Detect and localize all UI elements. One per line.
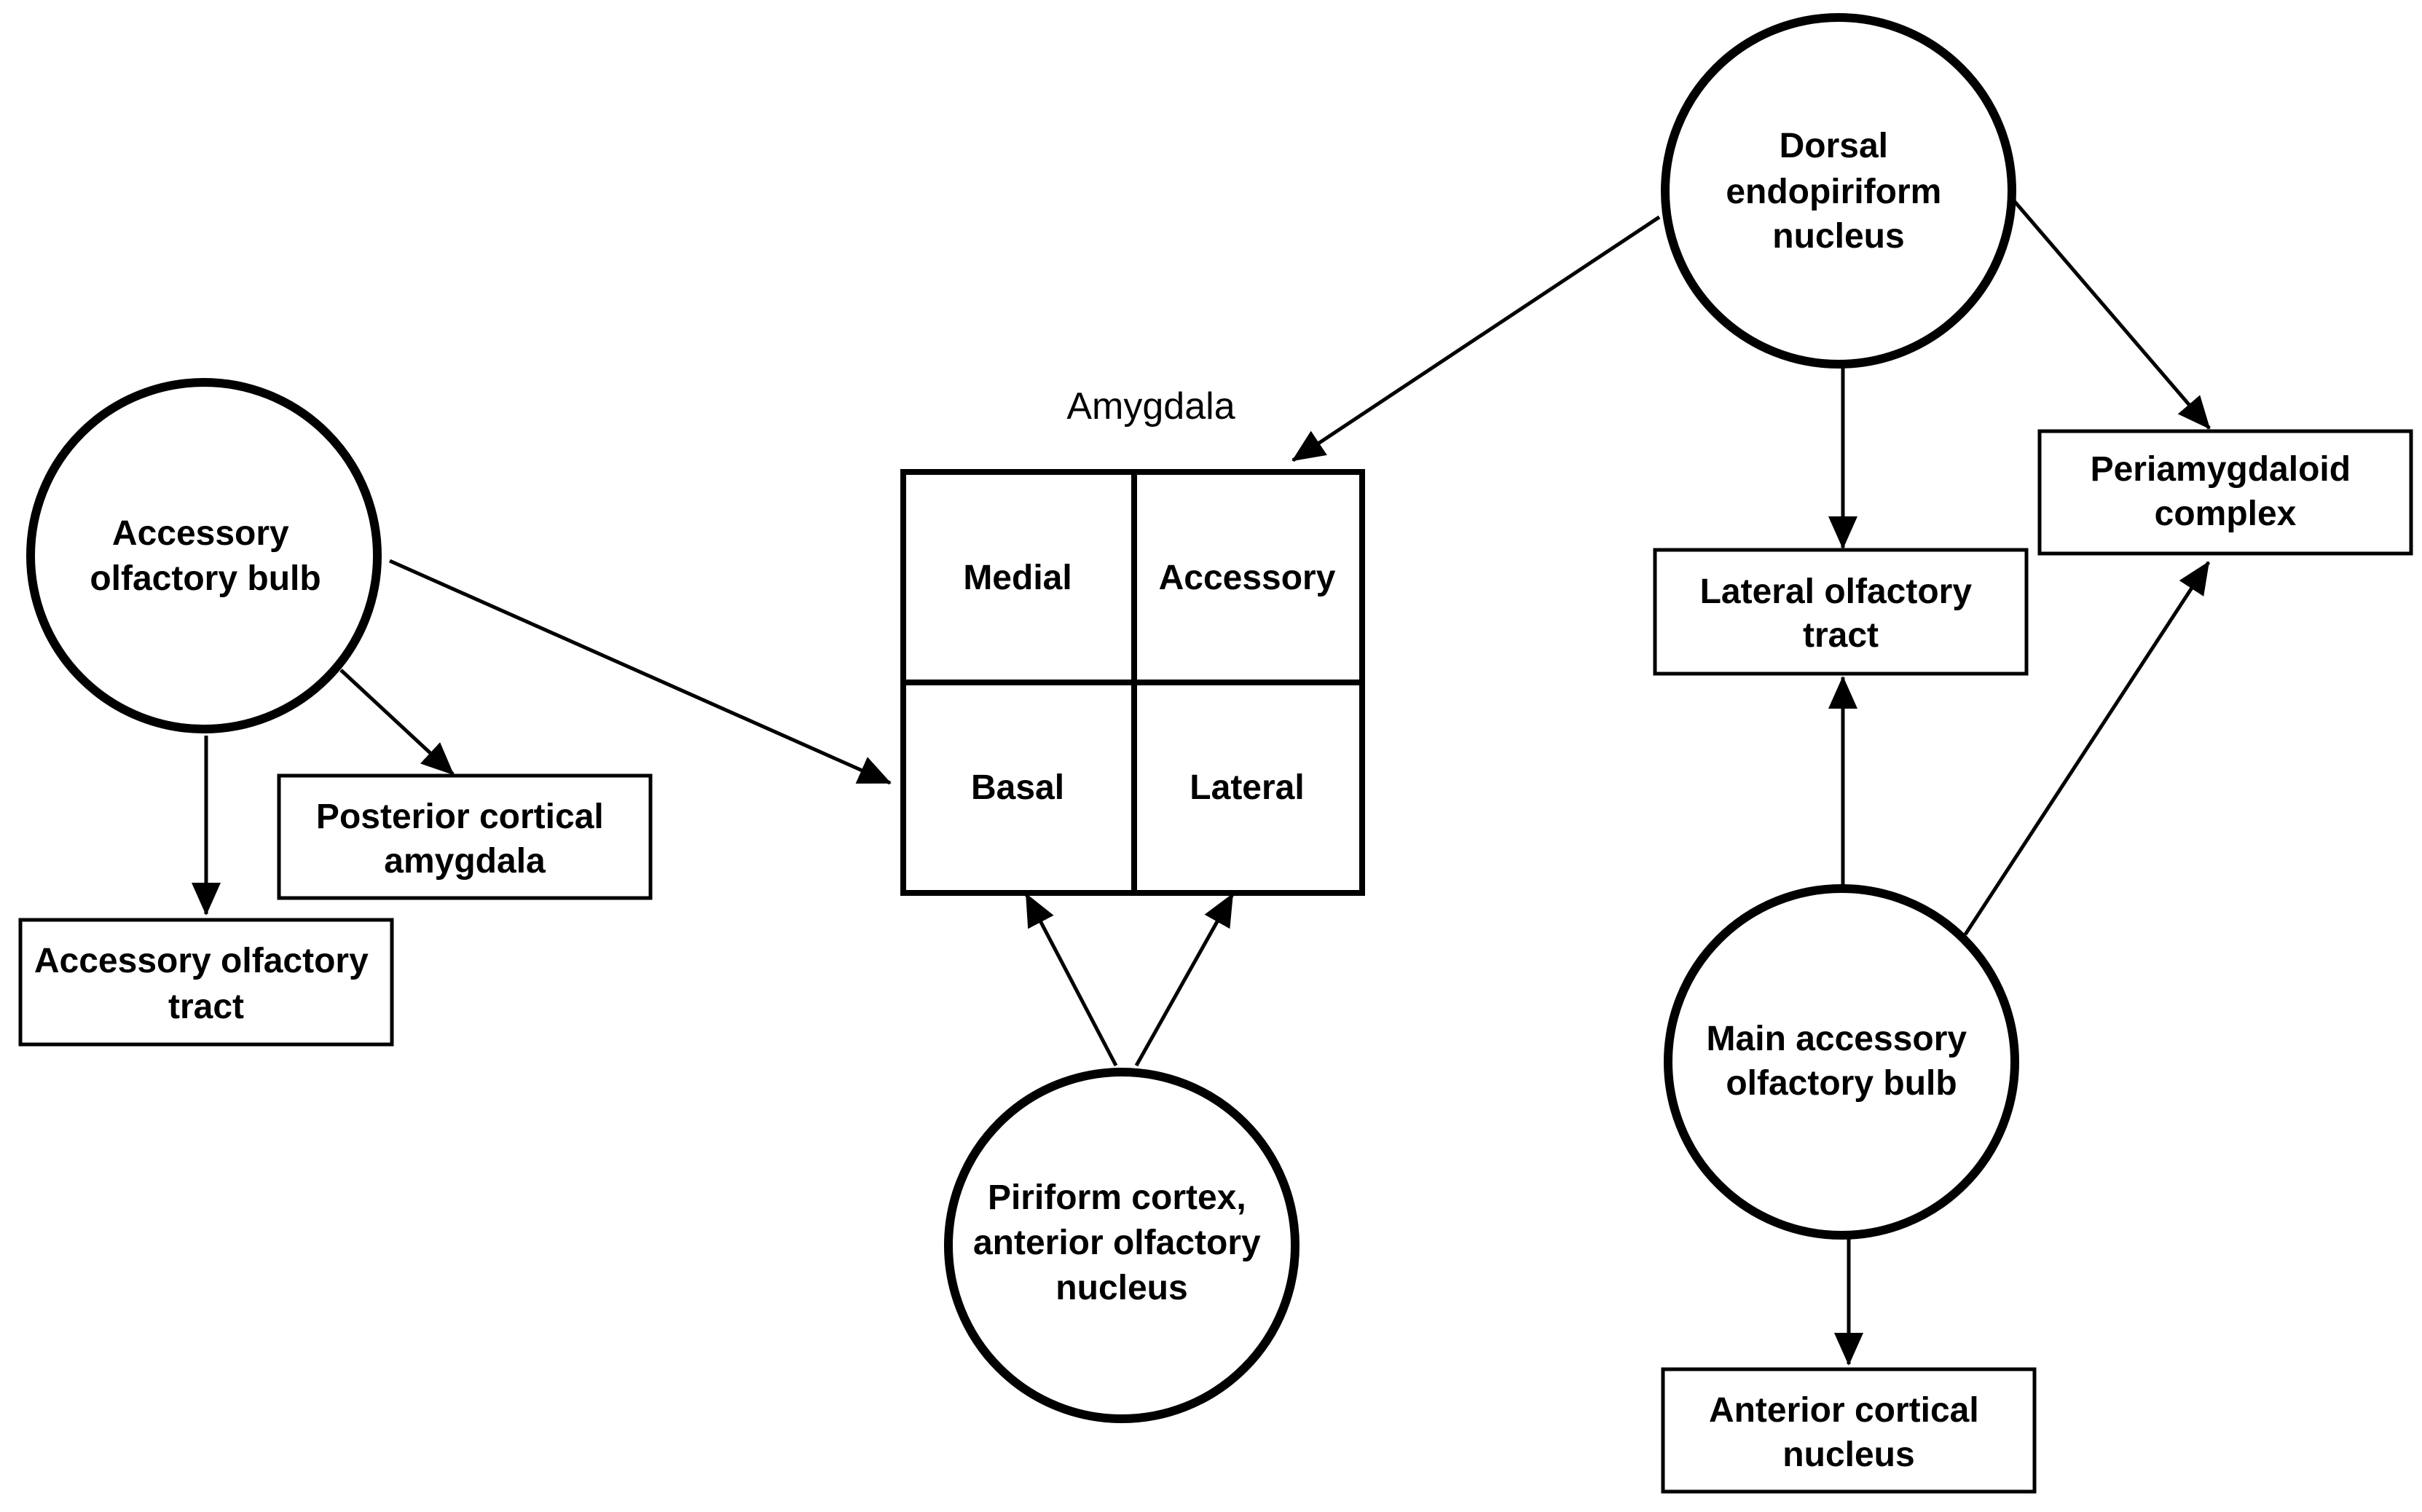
edge-dorsal-to-amygdala — [1291, 215, 1661, 462]
dorsal-endopiriform-label-line: nucleus — [1772, 217, 1904, 256]
main-accessory-olfactory-bulb-circle — [1664, 884, 2019, 1240]
accessory-olfactory-tract-label-line: Accessory olfactory — [34, 942, 369, 980]
amygdala-title: Amygdala — [1066, 385, 1235, 428]
node-posterior-cortical-amygdala: Posterior cortical amygdala — [277, 773, 653, 900]
lateral-olfactory-tract-label-line: Lateral olfactory — [1700, 572, 1973, 611]
svg-text:Periamygdaloid complex: Periamygdaloid complex — [2091, 450, 2361, 533]
edge-piriform-to-basal — [1024, 893, 1118, 1067]
svg-text:Posterior cortical amygd: Posterior cortical amygdala — [316, 798, 613, 881]
accessory-olfactory-tract-label-line: tract — [168, 988, 244, 1026]
lateral-olfactory-tract-box — [1653, 548, 2029, 676]
node-accessory-olfactory-tract: Accessory olfactory tract — [18, 918, 394, 1047]
main-accessory-olfactory-bulb-label-line: olfactory bulb — [1726, 1064, 1957, 1103]
piriform-cortex-label-line: anterior olfactory — [973, 1224, 1261, 1262]
amygdala-cell-lateral: Lateral — [1190, 768, 1304, 807]
edge-piriform-to-lateral — [1134, 893, 1235, 1067]
edge-aob-to-amygdala — [388, 559, 892, 785]
node-lateral-olfactory-tract: Lateral olfactory tract — [1653, 548, 2029, 676]
piriform-cortex-circle — [944, 1068, 1300, 1423]
svg-text:Piriform cortex, anterio: Piriform cortex, anterior olfactory nucl… — [973, 1178, 1270, 1307]
accessory-olfactory-tract-box — [18, 918, 394, 1047]
periamygdaloid-complex-label-line: Periamygdaloid — [2091, 450, 2351, 489]
accessory-olfactory-bulb-label-line: Accessory — [112, 514, 289, 553]
node-accessory-olfactory-bulb: Accessory olfactory bulb — [26, 378, 382, 733]
amygdala-group: Amygdala Medial Accessory Basal Lateral — [900, 385, 1365, 896]
svg-text:Anterior cortical nucleu: Anterior cortical nucleus — [1709, 1391, 1989, 1474]
svg-text:Lateral olfactory tract: Lateral olfactory tract — [1700, 572, 1982, 655]
periamygdaloid-complex-label-line: complex — [2155, 495, 2297, 533]
node-piriform-cortex: Piriform cortex, anterior olfactory nucl… — [944, 1068, 1300, 1423]
accessory-olfactory-bulb-circle — [26, 378, 382, 733]
svg-text:Main accessory olfactory: Main accessory olfactory bulb — [1707, 1020, 1977, 1103]
svg-text:Accessory olfactory bulb: Accessory olfactory bulb — [90, 514, 321, 598]
anterior-cortical-nucleus-label-line: nucleus — [1782, 1436, 1914, 1474]
dorsal-endopiriform-circle — [1661, 13, 2016, 369]
periamygdaloid-complex-box — [2037, 429, 2413, 556]
svg-text:Accessory olfactory trac: Accessory olfactory tract — [34, 942, 378, 1026]
edge-aob-to-posterior-cortical — [339, 669, 455, 776]
amygdala-cell-basal: Basal — [971, 768, 1064, 807]
node-main-accessory-olfactory-bulb: Main accessory olfactory bulb — [1664, 884, 2019, 1240]
piriform-cortex-label-line: nucleus — [1055, 1269, 1187, 1307]
node-anterior-cortical-nucleus: Anterior cortical nucleus — [1661, 1367, 2037, 1494]
posterior-cortical-amygdala-label-line: amygdala — [384, 842, 546, 881]
anterior-cortical-nucleus-label-line: Anterior cortical — [1709, 1391, 1979, 1430]
posterior-cortical-amygdala-box — [277, 773, 653, 900]
dorsal-endopiriform-label-line: Dorsal — [1780, 127, 1888, 165]
amygdala-cell-accessory: Accessory — [1159, 559, 1336, 597]
edges — [192, 195, 2211, 1366]
node-periamygdaloid-complex: Periamygdaloid complex — [2037, 429, 2413, 556]
main-accessory-olfactory-bulb-label-line: Main accessory — [1707, 1020, 1967, 1058]
amygdala-cell-medial: Medial — [963, 559, 1072, 597]
edge-maob-to-periamygdaloid — [1963, 561, 2211, 936]
piriform-cortex-label-line: Piriform cortex, — [988, 1178, 1246, 1217]
posterior-cortical-amygdala-label-line: Posterior cortical — [316, 798, 604, 836]
dorsal-endopiriform-label-line: endopiriform — [1726, 173, 1941, 211]
svg-text:Dorsal endopiriform: Dorsal endopiriform nucleus — [1726, 127, 1951, 256]
anterior-cortical-nucleus-box — [1661, 1367, 2037, 1494]
node-dorsal-endopiriform-nucleus: Dorsal endopiriform nucleus — [1661, 13, 2016, 369]
accessory-olfactory-bulb-label-line: olfactory bulb — [90, 559, 321, 598]
lateral-olfactory-tract-label-line: tract — [1803, 616, 1879, 655]
edge-dorsal-to-periamygdaloid — [2009, 195, 2211, 430]
